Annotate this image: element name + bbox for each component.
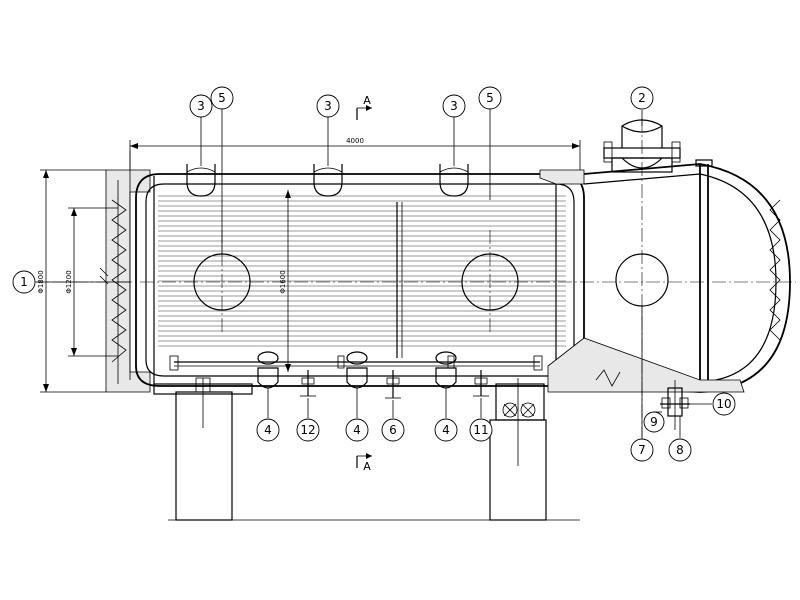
rear-chamber [539,159,791,393]
svg-text:3: 3 [450,99,458,113]
svg-text:11: 11 [473,423,488,437]
top-nozzle [439,164,469,197]
section-mark-bottom: A [356,453,372,473]
svg-text:3: 3 [324,99,332,113]
callout-1: 1 [12,270,36,294]
callout-10: 10 [712,392,736,416]
svg-text:4: 4 [353,423,361,437]
callout-9: 9 [643,411,665,433]
bottom-nozzle [257,351,279,389]
svg-text:5: 5 [218,91,226,105]
svg-text:2: 2 [638,91,646,105]
callout-2: 2 [630,86,654,110]
svg-text:8: 8 [676,443,684,457]
callouts: 1 2 3 3 3 5 5 4 12 4 6 4 11 7 8 9 10 [12,86,736,462]
bottom-header [169,355,543,371]
callout-12: 12 [296,418,320,442]
rear-bracket [660,380,690,430]
svg-text:5: 5 [486,91,494,105]
svg-text:7: 7 [638,443,646,457]
dimension-length-label: 4000 [346,137,364,145]
callout-4: 4 [345,418,369,442]
top-nozzles [186,164,469,197]
svg-text:12: 12 [300,423,315,437]
dimension-length: 4000 [129,137,581,170]
top-nozzle [186,164,216,197]
top-nozzle [313,164,343,197]
svg-text:4: 4 [442,423,450,437]
callout-7: 7 [630,438,654,462]
callout-5: 5 [210,86,234,110]
svg-text:6: 6 [389,423,397,437]
svg-text:1: 1 [20,275,28,289]
callout-6: 6 [381,418,405,442]
svg-text:4: 4 [264,423,272,437]
tube-bundle [158,195,566,347]
bottom-nozzle [346,351,368,389]
callout-3: 3 [189,94,213,118]
callout-3: 3 [442,94,466,118]
drain-valve [300,370,316,397]
section-mark-top: A [356,94,372,120]
section-label-top: A [363,94,371,107]
support-pedestals [153,377,580,521]
bottom-nozzle [435,351,457,389]
leader-lines [36,108,712,438]
svg-text:9: 9 [650,415,658,429]
svg-text:3: 3 [197,99,205,113]
section-label-bottom: A [363,460,371,473]
callout-8: 8 [668,438,692,462]
drain-valve [385,370,401,399]
callout-4: 4 [256,418,280,442]
bottom-nozzles [257,351,489,399]
callout-5: 5 [478,86,502,110]
callout-3: 3 [316,94,340,118]
dimension-bundle-height-label: Φ1600 [279,270,287,293]
dimension-bundle-height: Φ1600 [279,190,291,372]
baffle [287,190,403,372]
svg-text:10: 10 [716,397,731,411]
callout-11: 11 [469,418,493,442]
drain-valve [473,370,489,397]
callout-4: 4 [434,418,458,442]
